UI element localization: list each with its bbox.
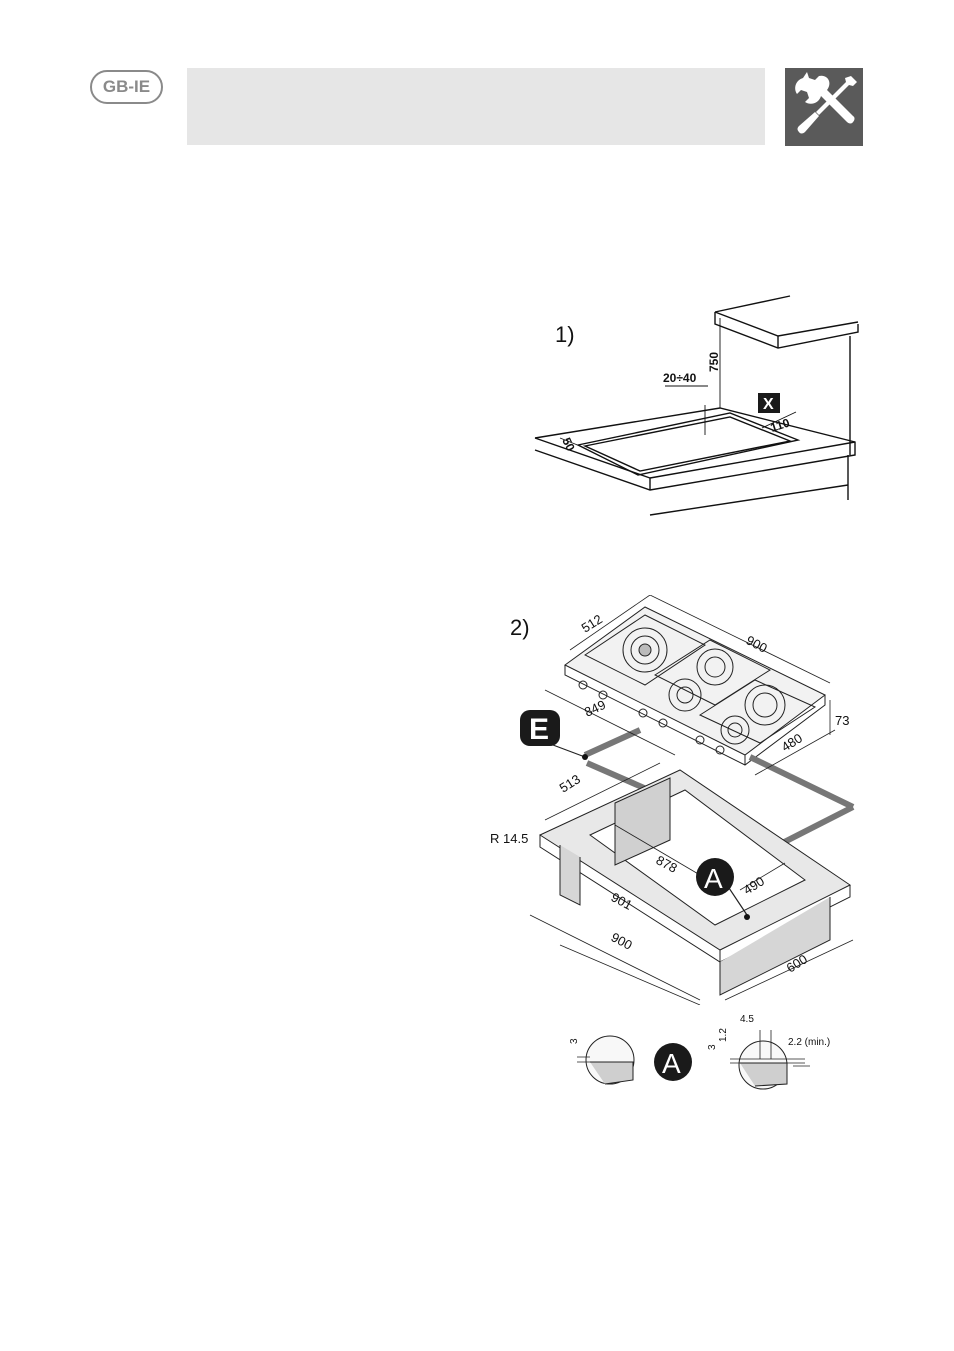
figure-2-hob-installation: 2) 512 900 849 73 480 513 R 14.5 878 490… <box>485 595 865 1005</box>
marker-e-label: E <box>529 713 549 746</box>
marker-a-label: A <box>704 863 723 894</box>
figure-1-countertop-cutout: 1) 750 20÷40 50 110 X <box>530 290 860 520</box>
marker-x-label: X <box>763 396 774 413</box>
dim-110-label: 110 <box>769 415 792 434</box>
section-header-bar <box>187 68 765 145</box>
dim-50-label: 50 <box>559 435 577 453</box>
fig2-label: 2) <box>510 615 530 640</box>
dim-480-label: 480 <box>779 730 805 754</box>
detail-dim-3-left: 3 <box>569 1038 580 1044</box>
detail-dim-1-2: 1.2 <box>718 1028 729 1042</box>
detail-dim-4-5: 4.5 <box>740 1014 754 1025</box>
dim-900-top-label: 900 <box>744 632 770 655</box>
region-badge: GB-IE <box>90 70 163 104</box>
dim-900-bottom-label: 900 <box>609 929 635 952</box>
dim-512-label: 512 <box>579 611 605 635</box>
dim-849-label: 849 <box>582 697 608 720</box>
dim-r145-label: R 14.5 <box>490 831 528 846</box>
dim-20-40-label: 20÷40 <box>663 371 697 385</box>
dim-513-label: 513 <box>557 771 583 795</box>
detail-a-cross-section: 3 A 4.5 1.2 3 2.2 (min.) <box>565 1010 845 1090</box>
dim-73-label: 73 <box>835 713 849 728</box>
dim-750-label: 750 <box>707 352 721 372</box>
detail-dim-2-2-min: 2.2 (min.) <box>788 1037 830 1048</box>
detail-marker-a-label: A <box>662 1048 681 1079</box>
fig1-label: 1) <box>555 322 575 347</box>
detail-dim-3-right: 3 <box>707 1044 718 1050</box>
screwdriver-wrench-icon <box>785 68 863 146</box>
